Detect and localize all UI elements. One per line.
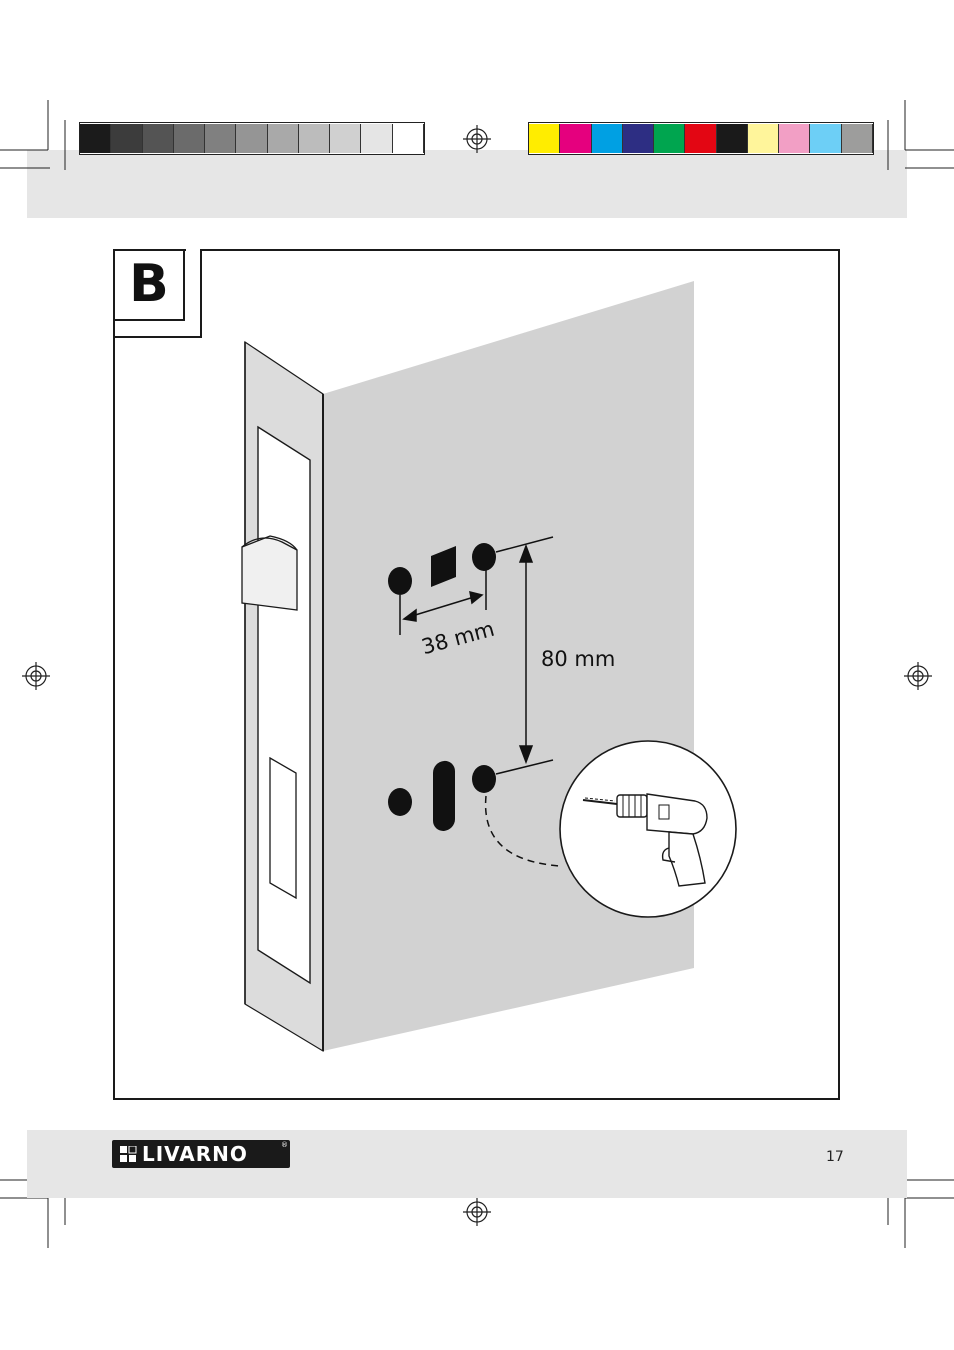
- power-drill-icon: [555, 738, 745, 923]
- registration-mark-icon: [463, 125, 491, 153]
- screw-hole-lower-right: [472, 765, 496, 793]
- brand-name: LIVARNO: [142, 1140, 248, 1168]
- registration-mark-icon: [463, 1198, 491, 1226]
- logo-squares-icon: [120, 1146, 137, 1162]
- deadbolt-opening: [270, 758, 296, 898]
- brand-logo: LIVARNO ®: [112, 1140, 290, 1168]
- registration-mark-icon: [22, 662, 50, 690]
- page-number: 17: [826, 1149, 844, 1165]
- door-illustration: [200, 270, 760, 1070]
- figure-letter: B: [113, 249, 185, 321]
- key-cylinder-hole: [433, 760, 455, 832]
- screw-hole-upper-right: [472, 543, 496, 571]
- registration-mark-icon: [904, 662, 932, 690]
- dimension-label-80mm: 80 mm: [541, 647, 615, 671]
- brand-registered-mark: ®: [281, 1141, 288, 1149]
- screw-hole-upper-left: [388, 567, 412, 595]
- lock-faceplate: [258, 427, 310, 983]
- latch-bolt: [242, 536, 297, 610]
- door-face: [323, 281, 694, 1051]
- screw-hole-lower-left: [388, 788, 412, 816]
